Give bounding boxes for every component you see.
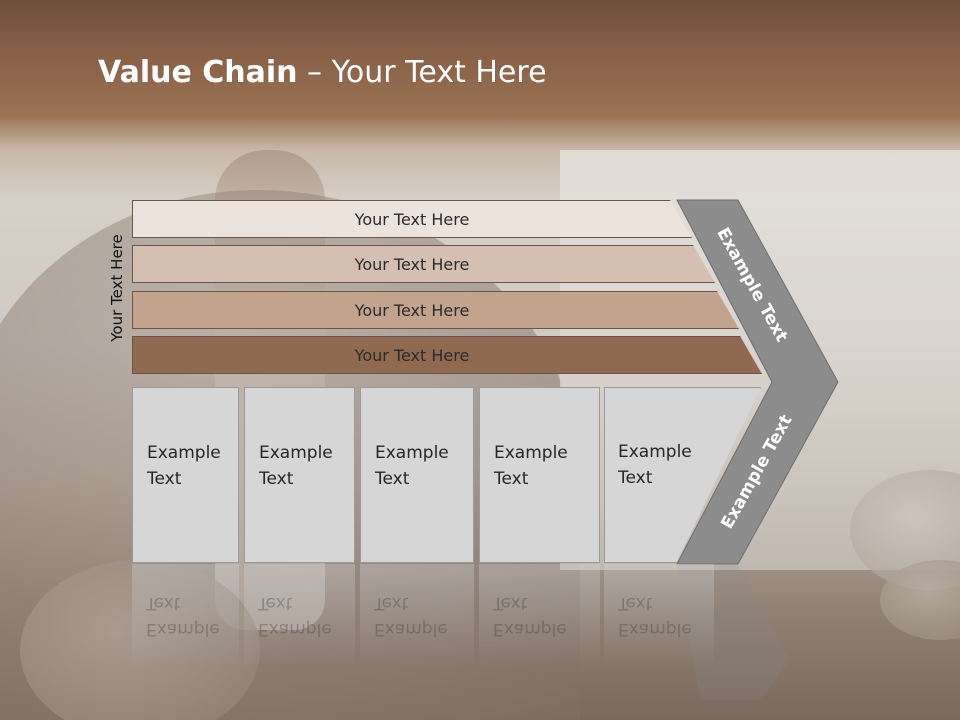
chain-row-1[interactable]: Your Text Here [132, 200, 692, 238]
chevron-shape [676, 199, 839, 565]
chevron-reflection [677, 565, 790, 700]
chain-row-label: Your Text Here [354, 254, 470, 274]
activity-column-text: Example Text [375, 443, 449, 489]
activity-column-3[interactable]: Example Text [360, 387, 474, 563]
activity-column-text: Example Text [259, 443, 333, 489]
activity-column-4[interactable]: Example Text [479, 387, 600, 563]
slide-title-rest: – Your Text Here [297, 55, 547, 90]
activity-column-text: Example Text [494, 443, 568, 489]
column-reflection: Example Text [479, 564, 600, 694]
activity-column-text: Example Text [147, 443, 221, 489]
activity-column-1[interactable]: Example Text [132, 387, 239, 563]
chain-row-4[interactable]: Your Text Here [132, 336, 762, 374]
background-rock [20, 560, 260, 720]
slide-title[interactable]: Value Chain – Your Text Here [98, 55, 547, 90]
column-reflection: Example Text [244, 564, 355, 694]
chain-row-3[interactable]: Your Text Here [132, 291, 739, 329]
chain-row-2[interactable]: Your Text Here [132, 245, 715, 283]
column-reflection: Example Text [360, 564, 474, 694]
slide-title-bold: Value Chain [98, 55, 298, 90]
column-reflection: Example Text [132, 564, 239, 694]
column-reflection: Example Text [604, 564, 714, 694]
chain-row-label: Your Text Here [354, 345, 470, 365]
chain-row-label: Your Text Here [354, 209, 470, 229]
activity-column-text: Example Text [618, 442, 692, 488]
activity-column-2[interactable]: Example Text [244, 387, 355, 563]
chain-row-label: Your Text Here [354, 300, 470, 320]
